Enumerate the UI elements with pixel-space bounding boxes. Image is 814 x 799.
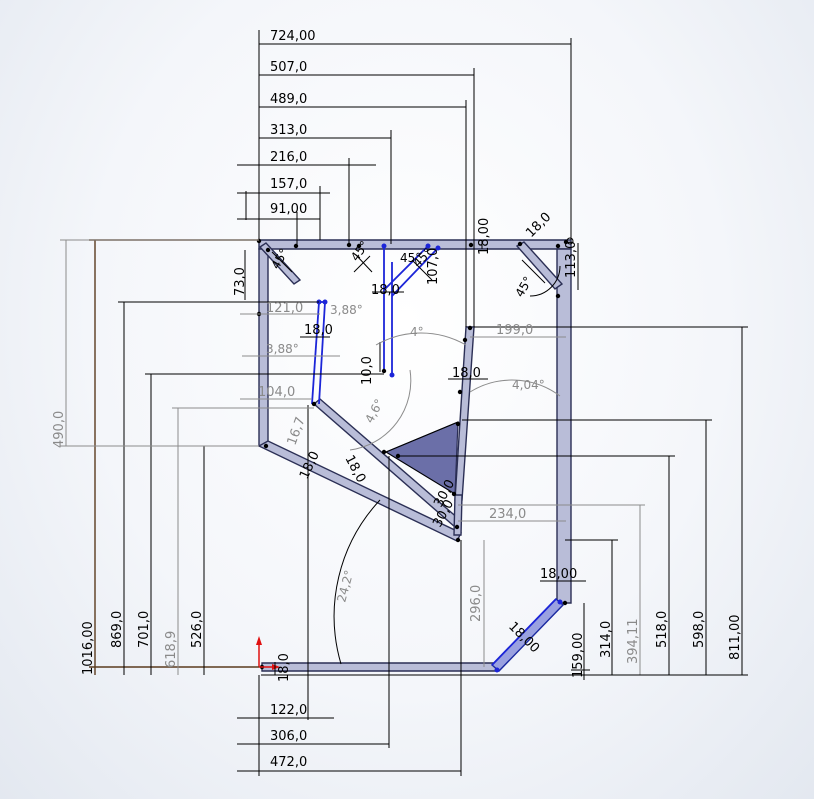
dim-472[interactable]: 472,0 — [270, 755, 307, 770]
angle-3-88-top[interactable]: 3,88° — [330, 303, 363, 317]
left-dimensions[interactable]: 1016,00 869,0 701,0 618,9 526,0 490,0 73… — [52, 239, 384, 675]
top-dimensions[interactable]: 724,00 507,0 489,0 313,0 216,0 157,0 91,… — [237, 29, 572, 327]
dim-113[interactable]: 113,0 — [564, 241, 579, 278]
angle-3-88-left[interactable]: 3,88° — [266, 342, 299, 356]
dim-234[interactable]: 234,0 — [489, 507, 526, 522]
angle-4-04[interactable]: 4,04° — [512, 378, 545, 392]
dim-526[interactable]: 526,0 — [190, 611, 205, 648]
dim-394-11[interactable]: 394,11 — [626, 619, 641, 665]
dim-157[interactable]: 157,0 — [270, 177, 307, 192]
dim-16-7[interactable]: 16,7 — [285, 415, 309, 447]
dim-701[interactable]: 701,0 — [137, 611, 152, 648]
dim-869[interactable]: 869,0 — [110, 611, 125, 648]
angle-45-mid[interactable]: 45° — [400, 251, 421, 265]
frame-members[interactable] — [257, 239, 572, 672]
dim-122[interactable]: 122,0 — [270, 703, 307, 718]
dim-490[interactable]: 490,0 — [52, 411, 67, 448]
dim-518[interactable]: 518,0 — [655, 611, 670, 648]
dim-1016[interactable]: 1016,00 — [81, 621, 96, 675]
dim-121[interactable]: 121,0 — [266, 301, 303, 316]
dim-159[interactable]: 159,00 — [571, 633, 586, 679]
corner-brace-left[interactable] — [258, 242, 302, 285]
dim-507[interactable]: 507,0 — [270, 60, 307, 75]
dim-18-center[interactable]: 18,0 — [371, 283, 400, 298]
dim-91[interactable]: 91,00 — [270, 202, 307, 217]
dim-104[interactable]: 104,0 — [258, 385, 295, 400]
dim-18-right[interactable]: 18,00 — [540, 567, 577, 582]
right-post[interactable] — [556, 248, 572, 604]
dim-73[interactable]: 73,0 — [233, 267, 248, 296]
dim-489[interactable]: 489,0 — [270, 92, 307, 107]
dim-314[interactable]: 314,0 — [599, 621, 614, 658]
dim-811[interactable]: 811,00 — [728, 615, 743, 661]
dim-313[interactable]: 313,0 — [270, 123, 307, 138]
dim-296[interactable]: 296,0 — [469, 585, 484, 622]
angle-24-2[interactable]: 24,2° — [334, 569, 356, 604]
selected-sketch[interactable] — [311, 243, 563, 673]
dim-18-bottom[interactable]: 18,0 — [277, 653, 292, 682]
dim-199[interactable]: 199,0 — [496, 323, 533, 338]
dim-18-top[interactable]: 18,00 — [477, 218, 492, 255]
dim-18-corner[interactable]: 18,0 — [523, 210, 554, 241]
right-dimensions[interactable]: 159,00 314,0 394,11 518,0 598,0 811,00 — [261, 326, 748, 680]
dim-107[interactable]: 107,0 — [426, 248, 441, 285]
inner-post[interactable] — [454, 326, 475, 501]
dim-598[interactable]: 598,0 — [692, 611, 707, 648]
dim-10[interactable]: 10,0 — [360, 356, 375, 385]
dim-724[interactable]: 724,00 — [270, 29, 316, 44]
bottom-rail[interactable] — [261, 662, 498, 672]
angle-4-6[interactable]: 4,6° — [362, 397, 386, 426]
bottom-dimensions[interactable]: 122,0 306,0 472,0 — [237, 405, 462, 776]
dim-216[interactable]: 216,0 — [270, 150, 307, 165]
dim-306[interactable]: 306,0 — [270, 729, 307, 744]
origin-axes — [256, 636, 280, 670]
dim-618-9[interactable]: 618,9 — [164, 631, 179, 668]
dim-18-inner[interactable]: 18,0 — [452, 366, 481, 381]
inner-stub[interactable] — [453, 494, 463, 536]
constraint-markers — [271, 237, 574, 284]
dim-18-blue[interactable]: 18,0 — [304, 323, 333, 338]
angle-4[interactable]: 4° — [410, 325, 424, 339]
